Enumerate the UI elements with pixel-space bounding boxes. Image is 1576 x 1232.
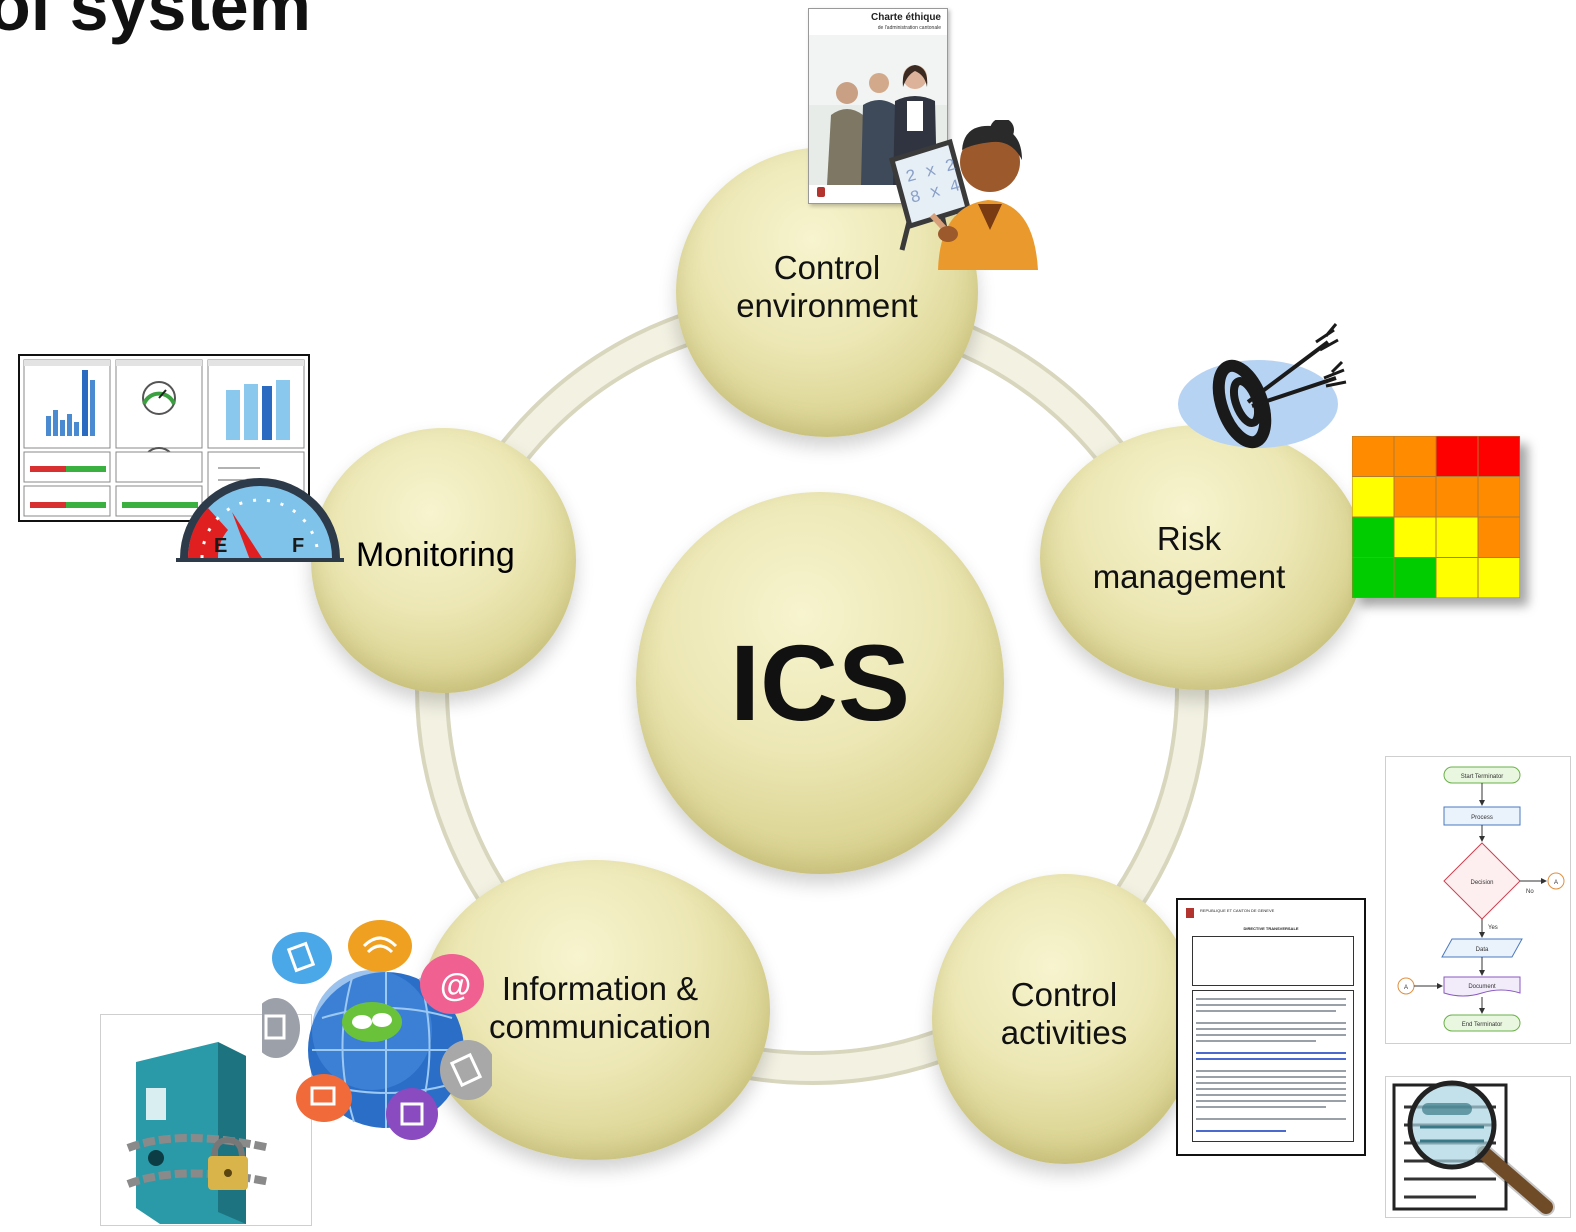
heatmap-cell <box>1435 476 1479 518</box>
gauge-empty-label: E <box>214 535 227 557</box>
teacher-icon: 2 x 2 8 x 4 <box>888 120 1038 270</box>
flow-document-label: Document <box>1468 984 1496 990</box>
flowchart-frame: Start Terminator Process Decision No A Y… <box>1385 756 1571 1044</box>
inspection-frame <box>1385 1076 1571 1218</box>
flow-process-label: Process <box>1471 815 1493 821</box>
risk-management-node: Risk management <box>1040 425 1364 690</box>
flow-decision-label: Decision <box>1470 880 1493 886</box>
monitoring-label: Monitoring <box>356 536 515 574</box>
flow-data-label: Data <box>1476 947 1489 953</box>
heatmap-cell <box>1435 435 1479 477</box>
heatmap-cell <box>1351 476 1395 518</box>
charter-title: Charte éthique <box>870 12 941 23</box>
heatmap-cell <box>1435 516 1479 558</box>
flowchart-diagram: Start Terminator Process Decision No A Y… <box>1397 766 1565 1032</box>
risk-heatmap-grid <box>1351 435 1521 599</box>
control-activities-label-2: activities <box>1000 1014 1128 1051</box>
heatmap-cell <box>1351 557 1395 599</box>
locked-binder-icon <box>126 1042 271 1224</box>
control-environment-label-2: environment <box>736 287 918 324</box>
fuel-gauge-icon: E F <box>176 478 344 562</box>
risk-management-label-1: Risk <box>1156 519 1222 557</box>
globe-communication-icon: @ <box>262 920 492 1140</box>
information-communication-label-1: Information & <box>501 970 699 1007</box>
gauge-full-label: F <box>292 535 304 557</box>
ics-center-label: ICS <box>729 622 911 743</box>
heatmap-cell <box>1435 557 1479 599</box>
flow-end-label: End Terminator <box>1462 1022 1503 1028</box>
directive-body-box <box>1192 990 1354 1142</box>
directive-heading-1: REPUBLIQUE ET CANTON DE GENEVE <box>1200 908 1275 913</box>
flow-connector-right: A <box>1554 880 1558 886</box>
directive-seal <box>1186 908 1194 918</box>
heatmap-cell <box>1393 516 1437 558</box>
heatmap-cell <box>1393 435 1437 477</box>
heatmap-cell <box>1477 435 1521 477</box>
flow-connector-left: A <box>1404 985 1408 991</box>
page-title: ol system <box>0 0 311 45</box>
information-communication-label: Information & communication <box>460 970 740 1046</box>
heatmap-cell <box>1477 516 1521 558</box>
directive-heading-2: DIRECTIVE TRANSVERSALE <box>1243 926 1299 931</box>
risk-management-label-2: management <box>1092 557 1286 595</box>
svg-text:@: @ <box>440 967 471 1003</box>
heatmap-cell <box>1393 476 1437 518</box>
ethics-charter-document: Charte éthique de l'administration canto… <box>808 8 948 204</box>
directive-meta-table <box>1192 936 1354 986</box>
ics-center-node: ICS <box>636 492 1004 874</box>
magnifier-document-icon <box>1392 1080 1555 1216</box>
control-environment-label-1: Control <box>773 249 881 286</box>
control-activities-label-1: Control <box>1010 976 1118 1013</box>
flow-start-label: Start Terminator <box>1461 774 1504 780</box>
risk-heatmap <box>1351 435 1521 599</box>
flow-no-label: No <box>1526 889 1534 895</box>
charter-subtitle: de l'administration cantonale <box>877 25 941 31</box>
monitoring-node <box>311 428 576 693</box>
information-communication-node <box>420 860 770 1160</box>
target-icon <box>1178 323 1347 449</box>
charter-photo <box>809 35 947 185</box>
heatmap-cell <box>1477 476 1521 518</box>
heatmap-cell <box>1351 435 1395 477</box>
heatmap-cell <box>1393 557 1437 599</box>
control-activities-node: Control activities <box>932 874 1198 1164</box>
directive-document: REPUBLIQUE ET CANTON DE GENEVE DIRECTIVE… <box>1176 898 1366 1156</box>
heatmap-cell <box>1351 516 1395 558</box>
charter-seal <box>817 187 825 197</box>
heatmap-cell <box>1477 557 1521 599</box>
information-communication-label-2: communication <box>489 1008 711 1045</box>
flow-yes-label: Yes <box>1488 925 1498 931</box>
